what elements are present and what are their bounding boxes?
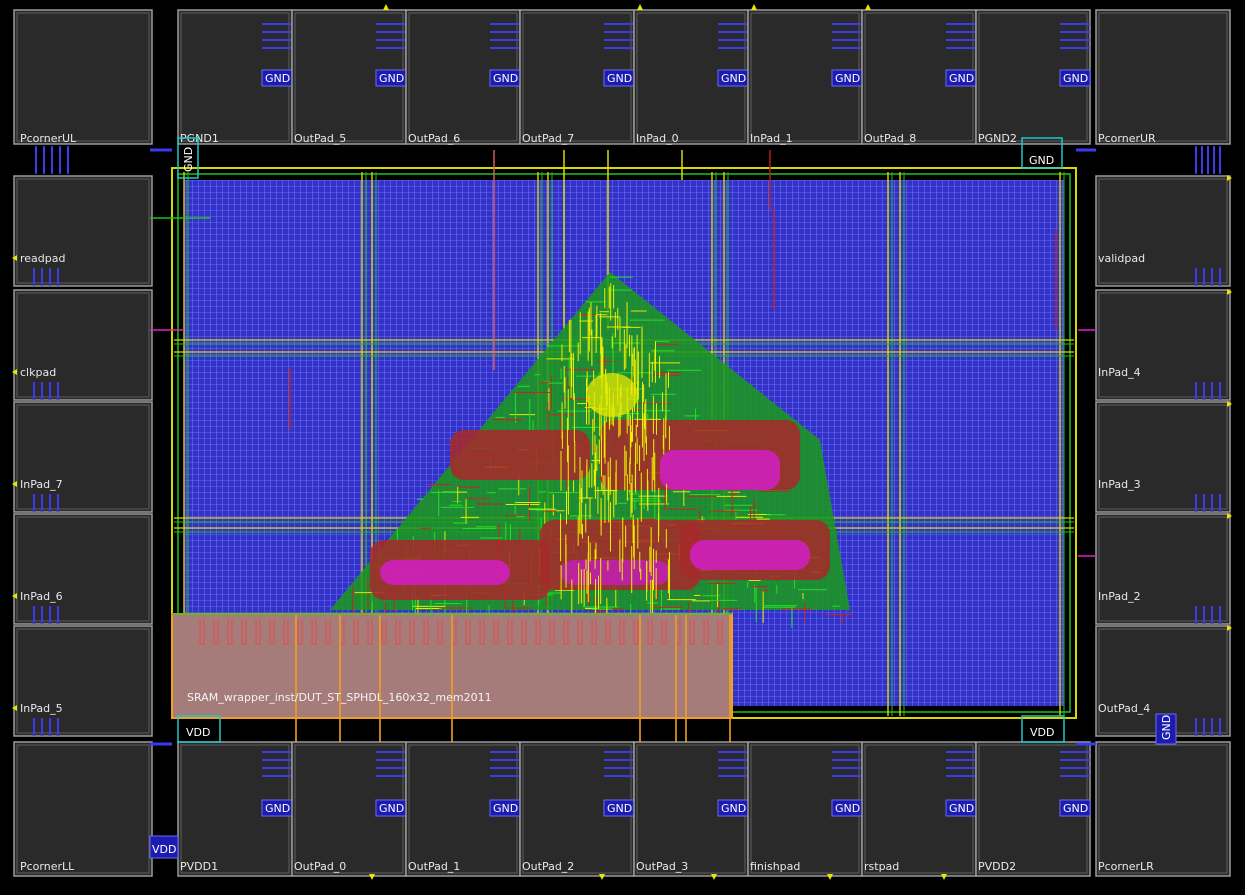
core-vdd-label-left: VDD	[186, 726, 210, 739]
pad-label: clkpad	[20, 366, 56, 379]
routing-congestion	[325, 272, 854, 651]
io-pad-validpad[interactable]: validpad	[1095, 175, 1231, 287]
pad-gnd-label: GND	[493, 802, 518, 815]
pad-gnd-label: GND	[721, 72, 746, 85]
io-pad-inpad-4[interactable]: InPad_4	[1095, 289, 1231, 401]
pad-gnd-label: GND	[607, 72, 632, 85]
io-pad-inpad-5[interactable]: InPad_5	[13, 625, 153, 737]
pad-label: rstpad	[864, 860, 899, 873]
io-pad-outpad-3[interactable]: GND OutPad_3	[633, 741, 749, 877]
io-pad-inpad-1[interactable]: GND InPad_1	[747, 9, 863, 145]
pad-label: PcornerUL	[20, 132, 77, 145]
pad-gnd-label: GND	[265, 72, 290, 85]
io-pad-outpad-6[interactable]: GND OutPad_6	[405, 9, 521, 145]
pad-gnd-label: GND	[493, 72, 518, 85]
pad-label: PGND1	[180, 132, 219, 145]
io-pad-inpad-6[interactable]: InPad_6	[13, 513, 153, 625]
io-pad-outpad-5[interactable]: GND OutPad_5	[291, 9, 407, 145]
io-pad-inpad-7[interactable]: InPad_7	[13, 401, 153, 513]
core-gnd-label-left: GND	[182, 147, 195, 172]
io-pad-outpad-4[interactable]: OutPad_4	[1095, 625, 1231, 737]
pad-label: OutPad_2	[522, 860, 574, 873]
io-pad-pcornerlr[interactable]: PcornerLR	[1095, 741, 1231, 877]
core-vdd-label-right: VDD	[1030, 726, 1054, 739]
pad-label: PVDD2	[978, 860, 1016, 873]
io-pad-pcornerul[interactable]: PcornerUL	[13, 9, 153, 145]
io-pad-pvdd2[interactable]: GND PVDD2	[975, 741, 1091, 877]
pad-label: InPad_1	[750, 132, 793, 145]
pad-gnd-label: GND	[721, 802, 746, 815]
pad-label: PcornerUR	[1098, 132, 1156, 145]
pad-label: InPad_4	[1098, 366, 1141, 379]
io-pad-pvdd1[interactable]: GND PVDD1	[177, 741, 293, 877]
sram-macro[interactable]: SRAM_wrapper_inst/DUT_ST_SPHDL_160x32_me…	[171, 613, 733, 742]
pad-label: InPad_7	[20, 478, 63, 491]
io-pad-pgnd1[interactable]: GND PGND1	[177, 9, 293, 145]
pad-gnd-label: GND	[607, 802, 632, 815]
pad-gnd-label: GND	[265, 802, 290, 815]
io-pad-rstpad[interactable]: GND rstpad	[861, 741, 977, 877]
pad-label: OutPad_6	[408, 132, 460, 145]
pad-label: PGND2	[978, 132, 1017, 145]
corner-vdd-label: VDD	[152, 843, 176, 856]
sram-pins	[172, 613, 732, 742]
pad-label: InPad_3	[1098, 478, 1141, 491]
pad-label: OutPad_4	[1098, 702, 1150, 715]
pad-gnd-label: GND	[835, 72, 860, 85]
pad-label: OutPad_0	[294, 860, 346, 873]
pad-gnd-label: GND	[379, 802, 404, 815]
io-pad-inpad-3[interactable]: InPad_3	[1095, 401, 1231, 513]
pad-label: OutPad_5	[294, 132, 346, 145]
pad-ring: PcornerUL PcornerUR PcornerLL PcornerLR GND P…	[12, 4, 1232, 880]
io-pad-outpad-0[interactable]: GND OutPad_0	[291, 741, 407, 877]
pad-label: OutPad_3	[636, 860, 688, 873]
corner-gnd-label: GND	[1160, 715, 1173, 740]
pad-label: PcornerLR	[1098, 860, 1154, 873]
pad-label: readpad	[20, 252, 65, 265]
sram-label: SRAM_wrapper_inst/DUT_ST_SPHDL_160x32_me…	[187, 691, 492, 704]
pad-label: PcornerLL	[20, 860, 75, 873]
io-pad-outpad-2[interactable]: GND OutPad_2	[519, 741, 635, 877]
pad-label: InPad_5	[20, 702, 63, 715]
pad-gnd-label: GND	[949, 802, 974, 815]
pad-label: OutPad_1	[408, 860, 460, 873]
io-pad-outpad-1[interactable]: GND OutPad_1	[405, 741, 521, 877]
pad-label: InPad_0	[636, 132, 679, 145]
io-pad-inpad-0[interactable]: GND InPad_0	[633, 9, 749, 145]
core-power-markers: GND GND VDD VDD VDD GND	[149, 137, 1177, 859]
pad-gnd-label: GND	[835, 802, 860, 815]
io-pad-pgnd2[interactable]: GND PGND2	[975, 9, 1091, 145]
io-pad-pcornerll[interactable]: PcornerLL	[13, 741, 153, 877]
io-pad-outpad-7[interactable]: GND OutPad_7	[519, 9, 635, 145]
pad-gnd-label: GND	[949, 72, 974, 85]
pad-label: InPad_2	[1098, 590, 1141, 603]
pad-gnd-label: GND	[1063, 802, 1088, 815]
io-pad-pcornerur[interactable]: PcornerUR	[1095, 9, 1231, 145]
io-pad-readpad[interactable]: readpad	[13, 175, 153, 287]
io-pad-finishpad[interactable]: GND finishpad	[747, 741, 863, 877]
pad-label: finishpad	[750, 860, 800, 873]
io-pad-outpad-8[interactable]: GND OutPad_8	[861, 9, 977, 145]
io-pad-inpad-2[interactable]: InPad_2	[1095, 513, 1231, 625]
core-gnd-label: GND	[1029, 154, 1054, 167]
pad-gnd-label: GND	[1063, 72, 1088, 85]
pad-label: InPad_6	[20, 590, 63, 603]
pad-label: validpad	[1098, 252, 1145, 265]
pad-label: OutPad_8	[864, 132, 916, 145]
pad-gnd-label: GND	[379, 72, 404, 85]
pad-label: OutPad_7	[522, 132, 574, 145]
pad-label: PVDD1	[180, 860, 218, 873]
io-pad-clkpad[interactable]: clkpad	[13, 289, 153, 401]
